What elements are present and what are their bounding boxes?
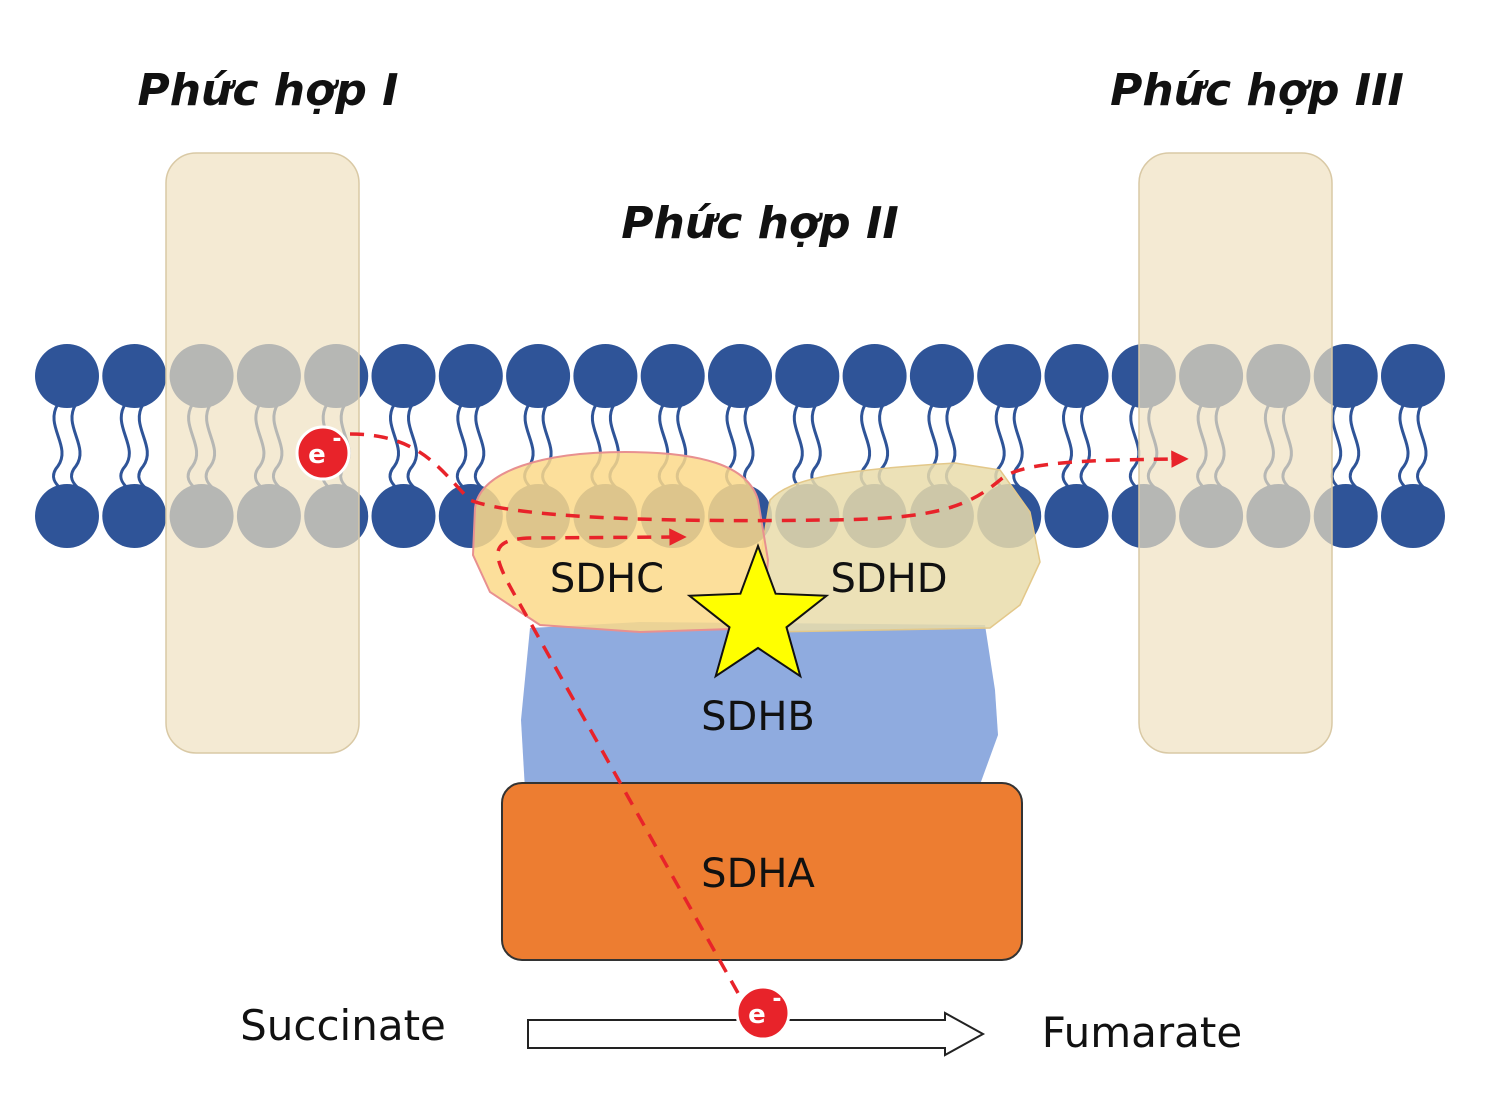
electron-symbol: e bbox=[308, 440, 326, 470]
substrate-label: Succinate bbox=[240, 1001, 446, 1050]
lipid-tail bbox=[473, 403, 486, 491]
complex-3-box bbox=[1138, 152, 1333, 754]
lipid-tail bbox=[455, 403, 468, 491]
lipid-head bbox=[1381, 484, 1445, 548]
product-label: Fumarate bbox=[1042, 1008, 1242, 1057]
sdhb-subunit bbox=[521, 622, 998, 790]
lipid-head bbox=[35, 484, 99, 548]
lipid-tail bbox=[1330, 403, 1343, 491]
lipid-head bbox=[371, 344, 436, 408]
sdhc-subunit bbox=[471, 450, 770, 634]
lipid-tail bbox=[52, 403, 64, 491]
lipid-tail bbox=[810, 403, 822, 491]
lipid-tail bbox=[119, 403, 131, 491]
sdhb-label: SDHB bbox=[701, 694, 815, 740]
lipid-head bbox=[1044, 484, 1109, 548]
lipid-tail bbox=[1348, 403, 1361, 491]
lipid-head bbox=[842, 344, 907, 408]
sdha-subunit bbox=[501, 782, 1023, 961]
lipid-head bbox=[909, 344, 974, 408]
lipid-head bbox=[708, 344, 772, 408]
lipid-head bbox=[102, 484, 167, 548]
lipid-tail bbox=[1128, 403, 1141, 491]
sdha-label: SDHA bbox=[701, 851, 815, 897]
lipid-head bbox=[506, 344, 571, 408]
lipid-tail bbox=[1012, 403, 1024, 491]
electron-charge: - bbox=[332, 427, 341, 452]
electron-charge: - bbox=[772, 987, 781, 1012]
lipid-tail bbox=[70, 403, 82, 491]
lipid-tail bbox=[792, 403, 804, 491]
lipid-head bbox=[573, 344, 638, 408]
electron-icon: e - bbox=[295, 425, 351, 481]
sdhd-label: SDHD bbox=[830, 556, 947, 602]
lipid-head bbox=[35, 344, 99, 408]
electron-path-to-complex-3 bbox=[349, 432, 1189, 523]
lipid-head bbox=[1044, 344, 1109, 408]
lipid-tail bbox=[388, 403, 401, 491]
complex-1-title: Phức hợp I bbox=[137, 65, 398, 116]
complex-3-title: Phức hợp III bbox=[1110, 65, 1404, 116]
electron-icon: e - bbox=[735, 985, 791, 1041]
lipid-head bbox=[640, 344, 705, 408]
complex-1-box bbox=[165, 152, 360, 754]
lipid-head bbox=[977, 344, 1042, 408]
lipid-tail bbox=[743, 403, 755, 491]
lipid-tail bbox=[1416, 403, 1428, 491]
lipid-tail bbox=[1398, 403, 1410, 491]
lipid-head bbox=[438, 344, 503, 408]
lipid-head bbox=[371, 484, 436, 548]
lipid-head bbox=[1381, 344, 1445, 408]
star-icon bbox=[686, 543, 830, 679]
complex-2-title: Phức hợp II bbox=[621, 198, 898, 249]
lipid-tail bbox=[137, 403, 149, 491]
lipid-head bbox=[102, 344, 167, 408]
sdhd-subunit bbox=[759, 462, 1041, 633]
lipid-tail bbox=[1061, 403, 1074, 491]
sdhc-label: SDHC bbox=[550, 556, 664, 602]
electron-path-to-sdhc bbox=[496, 528, 740, 994]
electron-symbol: e bbox=[748, 1000, 766, 1030]
lipid-head bbox=[775, 344, 840, 408]
lipid-tail bbox=[1079, 403, 1092, 491]
